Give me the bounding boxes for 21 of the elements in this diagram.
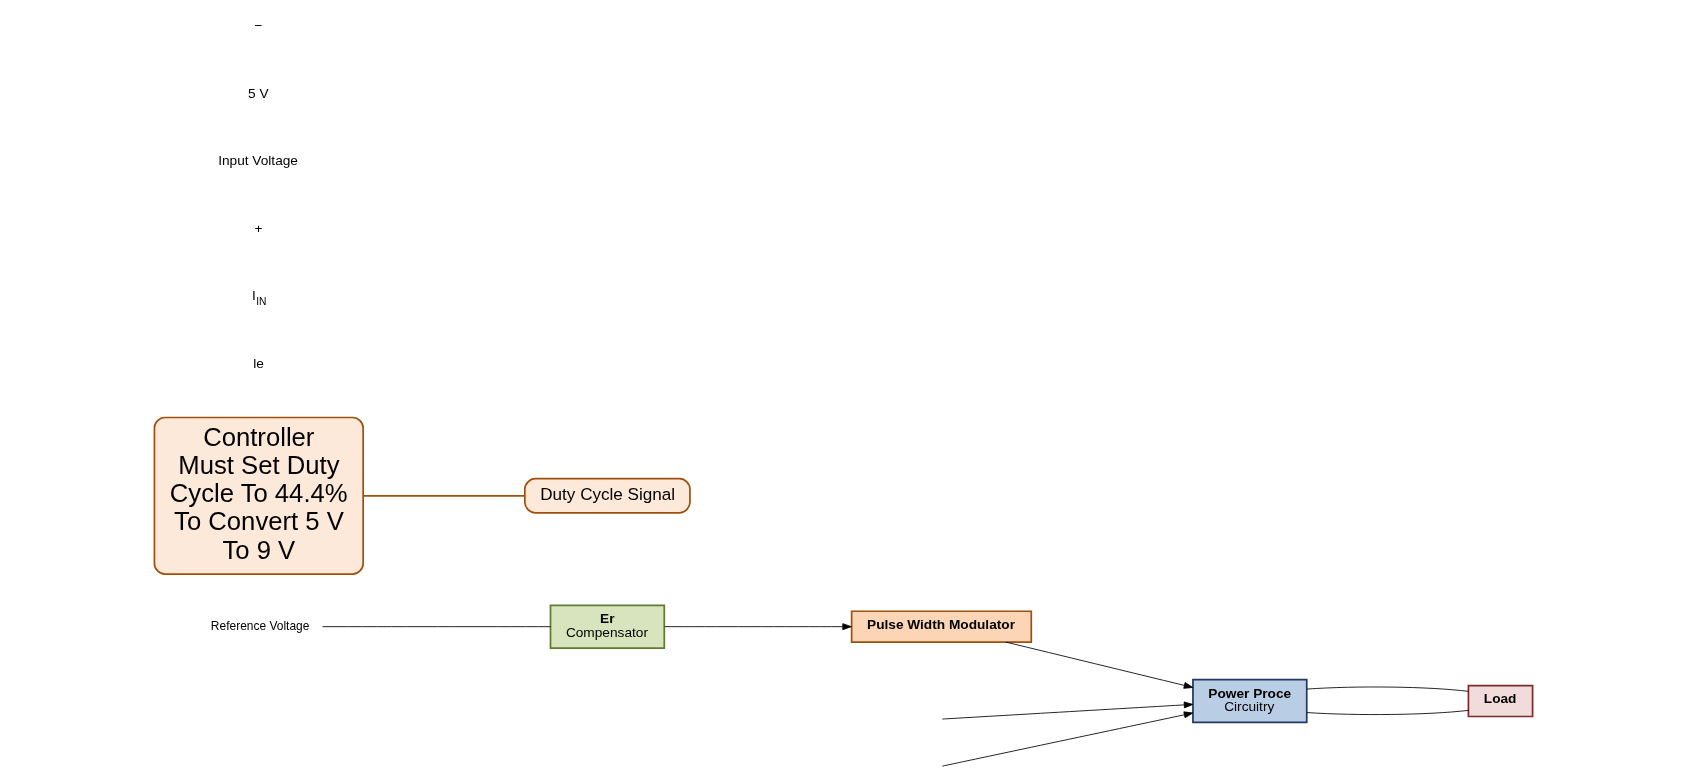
label: 5 V: [248, 85, 269, 101]
arrow: [664, 623, 852, 631]
connector: [1306, 709, 1469, 715]
node-box: Pulse Width Modulator: [850, 610, 1033, 643]
connector: [322, 626, 551, 628]
connector: [1306, 686, 1469, 692]
node-box: Controller Must Set Duty Cycle To 44.4% To Convert 5 V To 9 V: [153, 416, 364, 575]
label: I$_{IN}$: [251, 287, 267, 308]
label: −: [254, 18, 263, 34]
node-box: Power Proce Circuitry: [1192, 678, 1308, 724]
arrow: [1005, 641, 1194, 689]
node-box: Load: [1467, 684, 1534, 718]
node-box: Er Compensator: [549, 604, 666, 649]
connector: [362, 494, 526, 497]
label: +: [254, 220, 263, 236]
arrow: [941, 701, 1194, 720]
label: le: [253, 356, 264, 372]
label: Input Voltage: [218, 153, 298, 169]
arrow: [941, 711, 1194, 767]
node-box: Duty Cycle Signal: [524, 477, 691, 514]
node-text: Reference Voltage: [210, 618, 310, 633]
